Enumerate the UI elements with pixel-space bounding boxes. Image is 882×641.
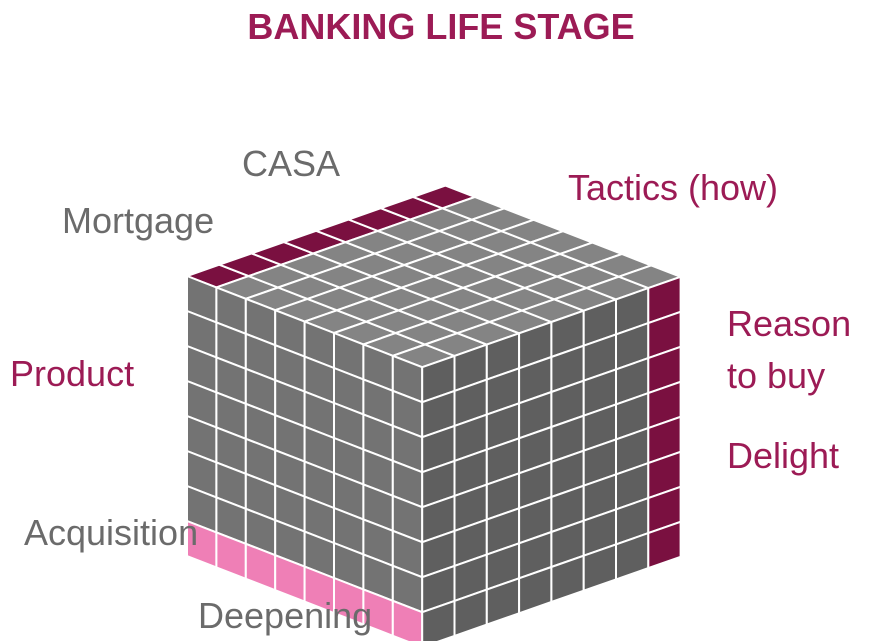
cube-side-cell	[647, 520, 682, 570]
page-title: BANKING LIFE STAGE	[247, 6, 635, 47]
label-reason-line2: to buy	[727, 355, 826, 396]
label-casa: CASA	[242, 143, 341, 184]
label-acquisition: Acquisition	[24, 512, 199, 553]
label-delight: Delight	[727, 435, 840, 476]
label-mortgage: Mortgage	[62, 200, 215, 241]
label-product: Product	[10, 353, 135, 394]
cube-front-cell	[391, 599, 424, 641]
label-reason-line1: Reason	[727, 303, 852, 344]
label-tactics: Tactics (how)	[568, 167, 779, 208]
label-deepening: Deepening	[198, 595, 373, 636]
